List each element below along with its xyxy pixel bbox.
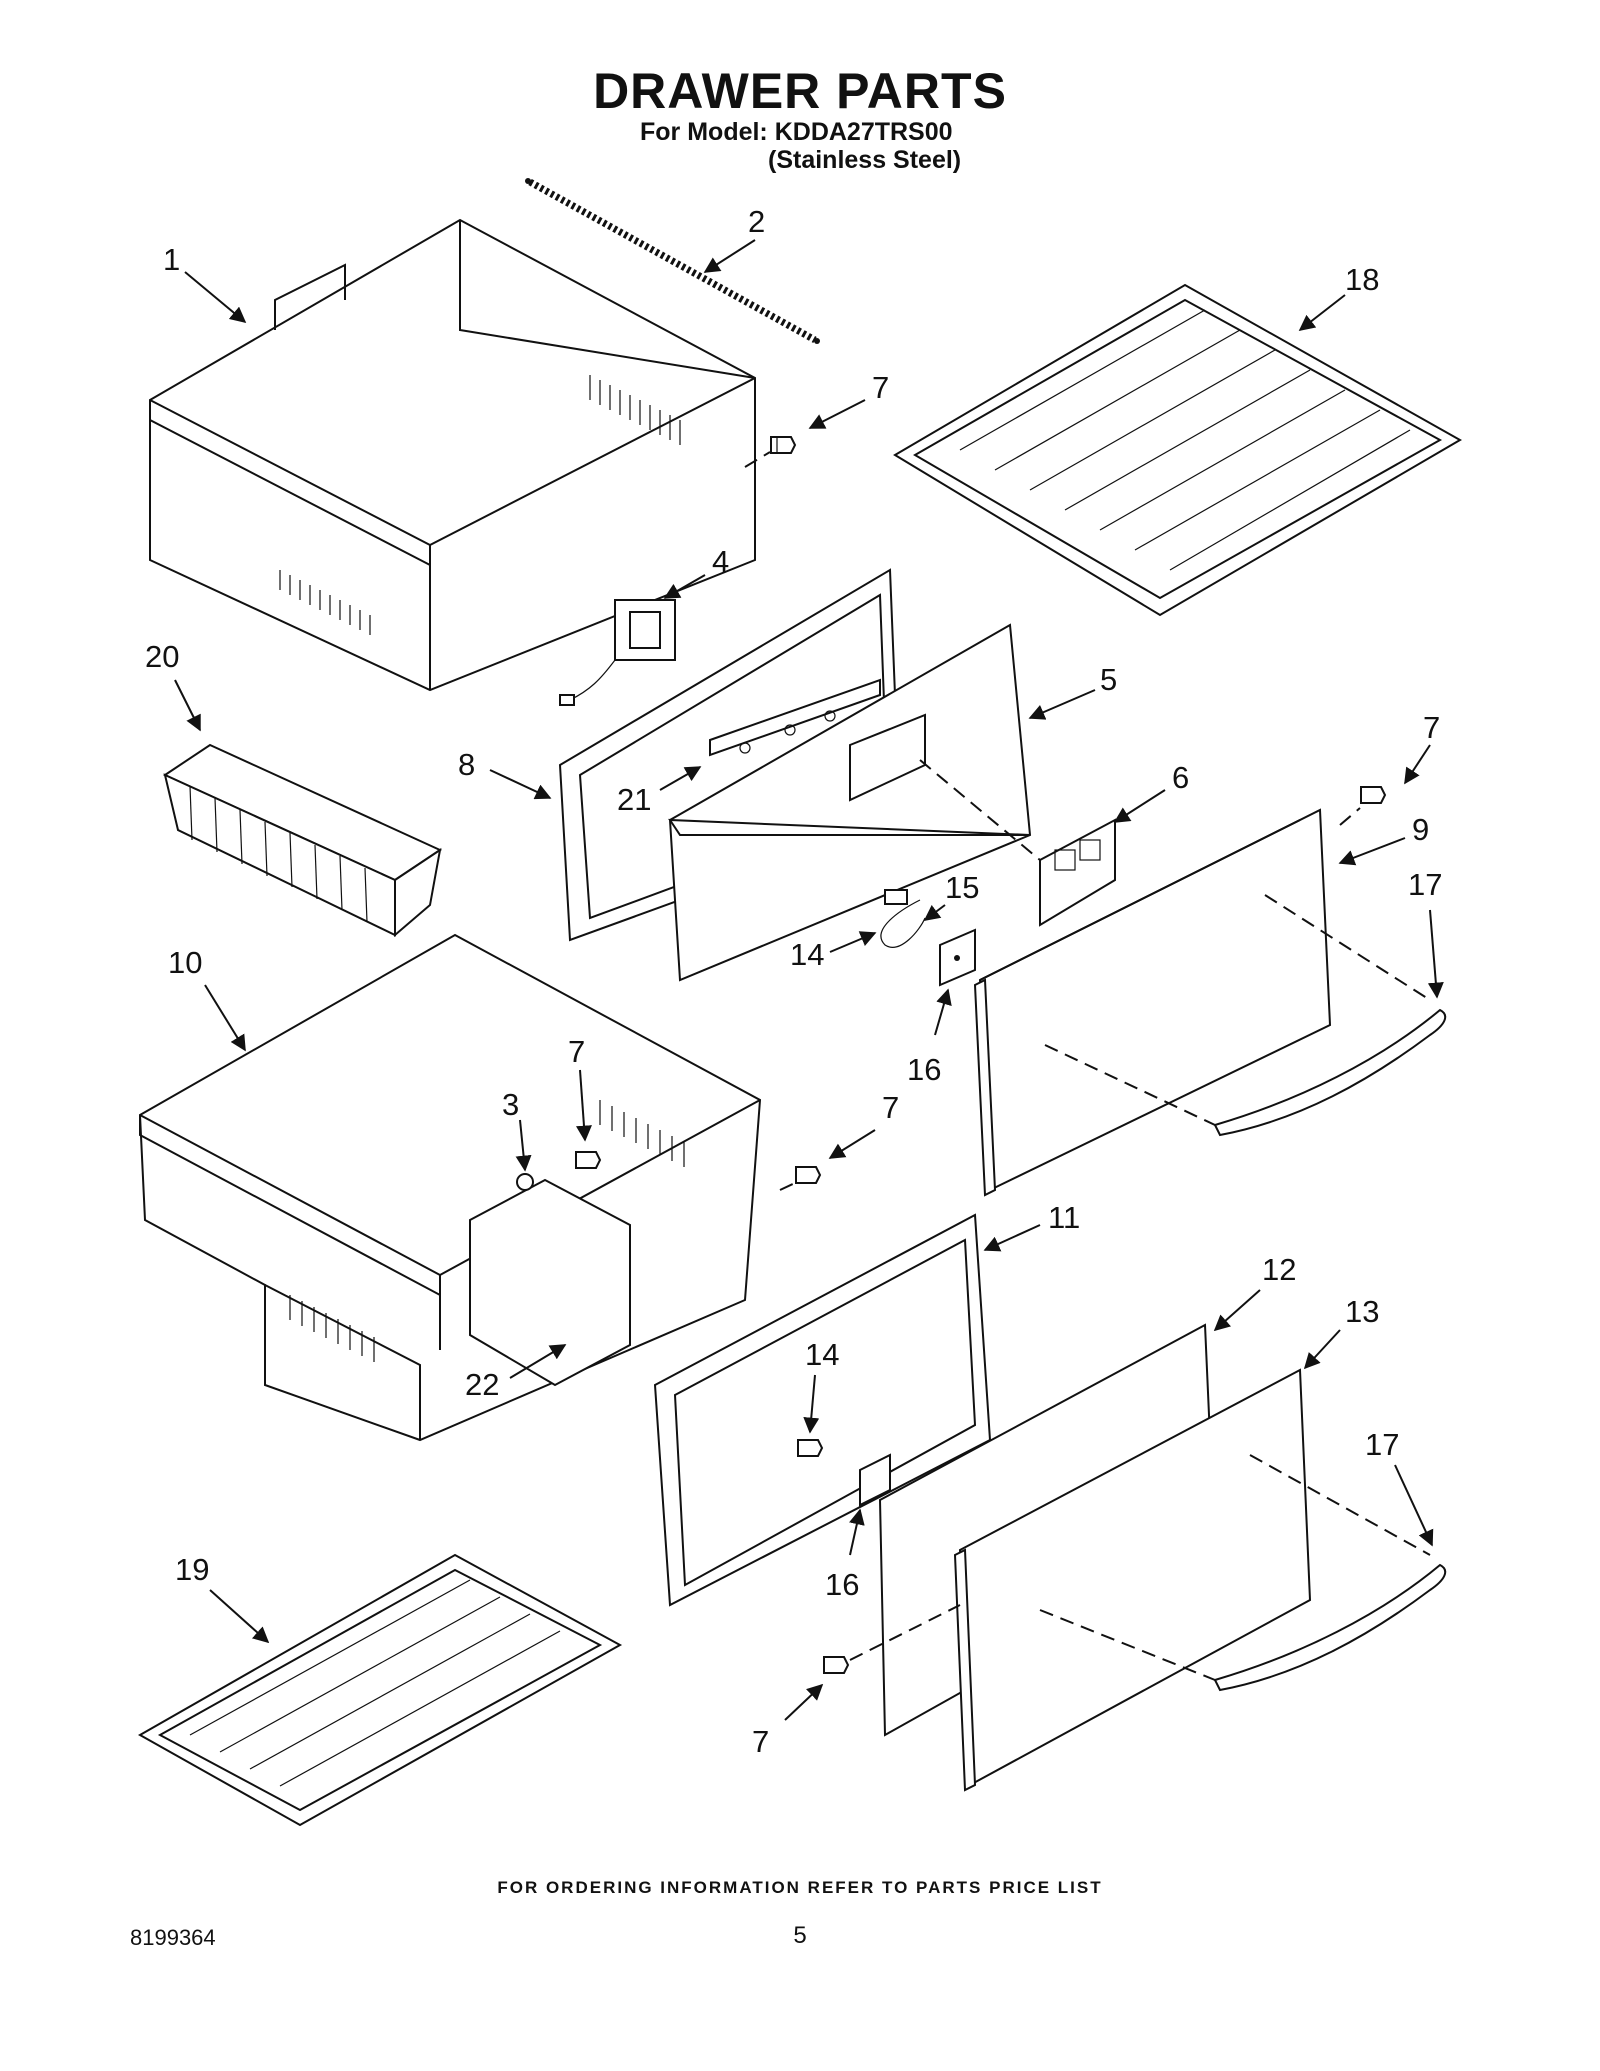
- callout-14: 14: [790, 937, 824, 972]
- callout-17: 17: [1365, 1427, 1399, 1462]
- wire-basket: [162, 743, 443, 938]
- callout-22: 22: [465, 1367, 499, 1402]
- lower-drawer-front: [953, 1368, 1312, 1792]
- callout-14: 14: [805, 1337, 839, 1372]
- page-title: DRAWER PARTS: [593, 63, 1007, 119]
- callout-16: 16: [907, 1052, 941, 1087]
- callout-7: 7: [1423, 710, 1440, 745]
- callout-13: 13: [1345, 1294, 1379, 1329]
- callout-9: 9: [1412, 812, 1429, 847]
- upper-drawer-front: [973, 808, 1332, 1197]
- callout-7: 7: [568, 1034, 585, 1069]
- document-number: 8199364: [130, 1925, 216, 1950]
- callout-19: 19: [175, 1552, 209, 1587]
- callout-10: 10: [168, 945, 202, 980]
- leader-arrows: [174, 239, 1444, 1721]
- lower-clip: [859, 1453, 891, 1507]
- control-panel-front: [668, 623, 1032, 982]
- page-number: 5: [793, 1922, 807, 1949]
- callout-21: 21: [617, 782, 651, 817]
- callout-1: 1: [163, 242, 180, 277]
- upper-screw-and-clip: [880, 889, 976, 987]
- callout-4: 4: [712, 544, 729, 579]
- lower-handle: [1213, 1563, 1447, 1692]
- callout-7: 7: [882, 1090, 899, 1125]
- callout-15: 15: [945, 870, 979, 905]
- heater-rod: [525, 178, 820, 344]
- callout-2: 2: [748, 204, 765, 239]
- callout-7: 7: [872, 370, 889, 405]
- callout-5: 5: [1100, 662, 1117, 697]
- switch-bracket: [559, 599, 676, 706]
- upper-drawer-bin: [149, 218, 756, 692]
- callout-8: 8: [458, 747, 475, 782]
- callout-6: 6: [1172, 760, 1189, 795]
- callout-16: 16: [825, 1567, 859, 1602]
- lower-grate: [137, 1553, 623, 1827]
- callout-11: 11: [1048, 1200, 1080, 1235]
- divider-plate: [469, 1178, 631, 1387]
- callout-20: 20: [145, 639, 179, 674]
- model-finish: (Stainless Steel): [768, 146, 962, 174]
- ordering-note: FOR ORDERING INFORMATION REFER TO PARTS …: [497, 1878, 1103, 1897]
- callout-18: 18: [1345, 262, 1379, 297]
- upper-handle: [1213, 1008, 1447, 1137]
- callout-labels: 1 2 7 18 4 20 5 8 21 7 6 9 17 15 10 14 1…: [145, 204, 1442, 1759]
- model-number: For Model: KDDA27TRS00: [640, 118, 953, 146]
- lower-drawer-bin: [138, 933, 762, 1442]
- callout-7: 7: [752, 1724, 769, 1759]
- control-board: [1039, 818, 1116, 927]
- callout-3: 3: [502, 1087, 519, 1122]
- screws: [516, 436, 1387, 1674]
- callout-17: 17: [1408, 867, 1442, 902]
- callout-12: 12: [1262, 1252, 1296, 1287]
- upper-grate: [893, 283, 1463, 617]
